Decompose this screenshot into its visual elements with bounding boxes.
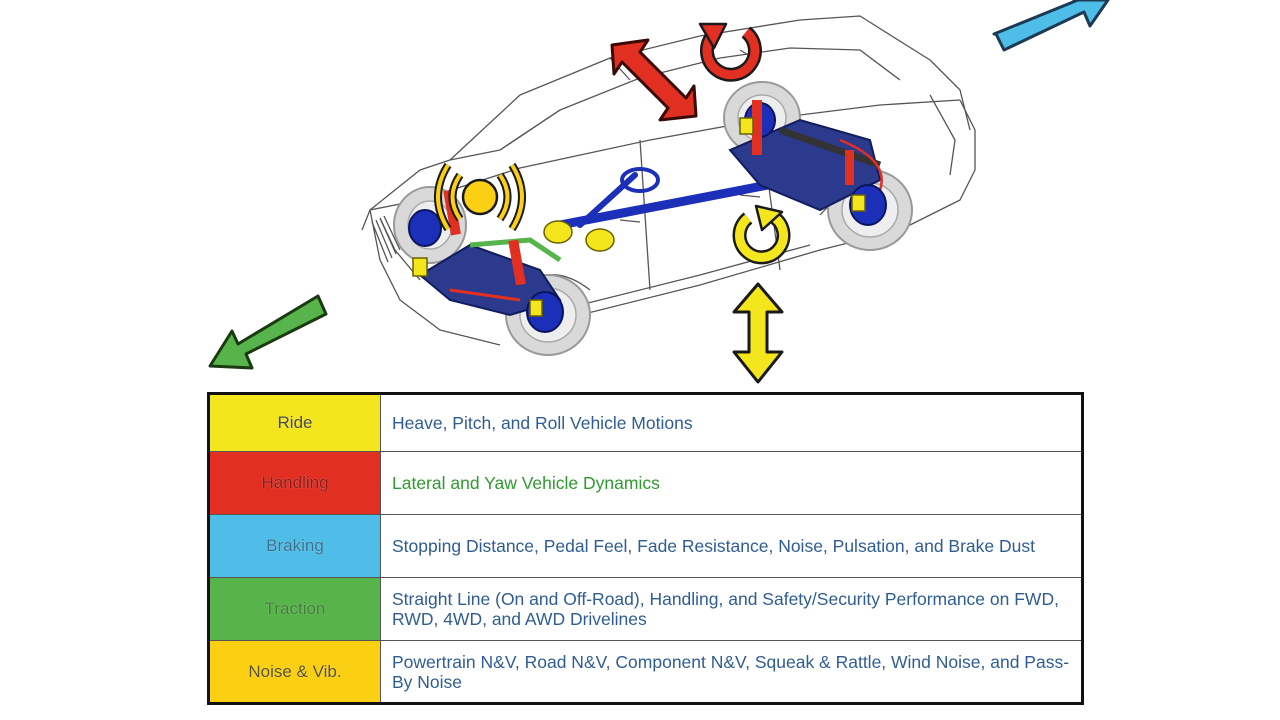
heave-double-arrow-icon <box>732 282 784 384</box>
category-cell: Braking <box>208 514 381 578</box>
description-cell: Heave, Pitch, and Roll Vehicle Motions <box>380 393 1083 452</box>
description-cell: Powertrain N&V, Road N&V, Component N&V,… <box>380 640 1083 704</box>
chassis-drivetrain <box>408 100 887 333</box>
category-cell: Handling <box>208 451 381 515</box>
category-cell: Ride <box>208 393 381 452</box>
description-cell: Lateral and Yaw Vehicle Dynamics <box>380 451 1083 515</box>
braking-arrow-icon <box>992 0 1110 52</box>
sound-wave-icon <box>434 162 526 232</box>
yaw-rotation-icon <box>698 22 762 82</box>
description-cell: Stopping Distance, Pedal Feel, Fade Resi… <box>380 514 1083 578</box>
description-cell: Straight Line (On and Off-Road), Handlin… <box>380 577 1083 641</box>
category-cell: Traction <box>208 577 381 641</box>
lateral-double-arrow-icon <box>610 38 698 122</box>
vehicle-illustration <box>208 0 1110 384</box>
category-cell: Noise & Vib. <box>208 640 381 704</box>
table-row: Noise & Vib.Powertrain N&V, Road N&V, Co… <box>208 640 1083 704</box>
roll-rotation-icon <box>732 204 791 265</box>
traction-arrow-icon <box>208 294 328 370</box>
